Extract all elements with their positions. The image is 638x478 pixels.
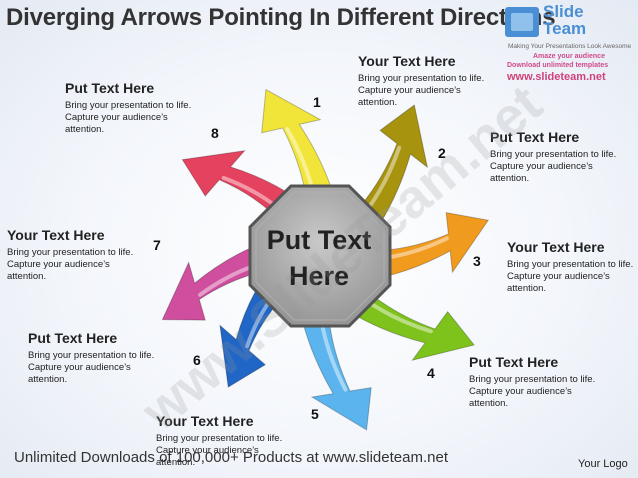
text-block-8: Put Text Here Bring your presentation to…: [65, 80, 191, 136]
body-line: Bring your presentation to life.: [507, 259, 634, 270]
text-block-1: Your Text Here Bring your presentation t…: [358, 53, 484, 109]
body-line: attention.: [28, 374, 68, 385]
text-block-5: Your Text Here Bring your presentation t…: [156, 413, 282, 469]
arrow-6: [219, 278, 280, 388]
body-line: Bring your presentation to life.: [65, 100, 192, 111]
arrow-number-5: 5: [311, 406, 319, 422]
text-block-body: Bring your presentation to life. Capture…: [490, 149, 616, 185]
body-line: attention.: [358, 97, 398, 108]
body-line: Capture your audience’s: [490, 161, 593, 172]
text-block-heading: Put Text Here: [469, 354, 559, 370]
arrow-group: [161, 88, 490, 431]
text-block-heading: Your Text Here: [358, 53, 456, 69]
body-line: Bring your presentation to life.: [7, 247, 134, 258]
body-line: Capture your audience’s: [65, 112, 168, 123]
center-label-line2: Here: [288, 261, 350, 291]
arrow-1: [261, 88, 335, 197]
text-block-body: Bring your presentation to life. Capture…: [358, 73, 484, 109]
text-block-body: Bring your presentation to life. Capture…: [156, 433, 282, 469]
text-block-heading: Put Text Here: [490, 129, 580, 145]
brand-name: Slide Team: [543, 3, 586, 37]
body-line: attention.: [65, 124, 105, 135]
brand-url: www.slideteam.net: [507, 71, 606, 83]
body-line: attention.: [469, 398, 509, 409]
body-line: attention.: [490, 173, 530, 184]
text-block-body: Bring your presentation to life. Capture…: [469, 374, 595, 410]
arrow-8: [181, 150, 298, 216]
text-block-heading: Your Text Here: [156, 413, 254, 429]
arrow-2: [358, 104, 429, 231]
brand-tagline-3: Download unlimited templates: [507, 62, 609, 69]
text-block-heading: Your Text Here: [507, 239, 605, 255]
body-line: Bring your presentation to life.: [469, 374, 596, 385]
text-block-3: Your Text Here Bring your presentation t…: [507, 239, 633, 295]
text-block-body: Bring your presentation to life. Capture…: [507, 259, 633, 295]
arrow-number-6: 6: [193, 352, 201, 368]
text-block-heading: Put Text Here: [65, 80, 155, 96]
brand-name-line2: Team: [543, 19, 587, 38]
body-line: Capture your audience’s: [156, 445, 259, 456]
body-line: Bring your presentation to life.: [490, 149, 617, 160]
body-line: Bring your presentation to life.: [358, 73, 485, 84]
arrow-7: [161, 243, 262, 321]
body-line: attention.: [7, 271, 47, 282]
body-line: Capture your audience’s: [507, 271, 610, 282]
text-block-7: Your Text Here Bring your presentation t…: [7, 227, 133, 283]
arrow-number-1: 1: [313, 94, 321, 110]
text-block-heading: Put Text Here: [28, 330, 118, 346]
center-label-line1: Put Text: [266, 225, 372, 255]
body-line: Bring your presentation to life.: [28, 350, 155, 361]
body-line: Capture your audience’s: [7, 259, 110, 270]
body-line: attention.: [507, 283, 547, 294]
body-line: Capture your audience’s: [28, 362, 131, 373]
arrow-5: [300, 313, 372, 431]
brand-name-line1: Slide: [543, 2, 584, 21]
arrow-number-8: 8: [211, 125, 219, 141]
text-block-6: Put Text Here Bring your presentation to…: [28, 330, 154, 386]
text-block-2: Put Text Here Bring your presentation to…: [490, 129, 616, 185]
brand-mark-icon: [505, 7, 539, 37]
body-line: Capture your audience’s: [469, 386, 572, 397]
arrow-number-4: 4: [427, 365, 435, 381]
arrow-number-2: 2: [438, 145, 446, 161]
brand-tagline: Making Your Presentations Look Awesome: [508, 43, 632, 50]
page-title: Diverging Arrows Pointing In Different D…: [6, 4, 556, 31]
text-block-heading: Your Text Here: [7, 227, 105, 243]
text-block-body: Bring your presentation to life. Capture…: [65, 100, 191, 136]
arrow-number-3: 3: [473, 253, 481, 269]
arrow-4: [346, 292, 476, 362]
brand-tagline-2: Amaze your audience: [533, 53, 605, 60]
body-line: Capture your audience’s: [358, 85, 461, 96]
center-label: Put Text Here: [258, 222, 380, 294]
arrow-number-7: 7: [153, 237, 161, 253]
text-block-body: Bring your presentation to life. Capture…: [28, 350, 154, 386]
arrow-3: [376, 211, 490, 279]
footer-text: Unlimited Downloads of 100,000+ Products…: [14, 449, 448, 466]
logo-placeholder: Your Logo: [578, 458, 628, 470]
body-line: attention.: [156, 457, 196, 468]
text-block-body: Bring your presentation to life. Capture…: [7, 247, 133, 283]
body-line: Bring your presentation to life.: [156, 433, 283, 444]
center-octagon: [248, 184, 392, 328]
text-block-4: Put Text Here Bring your presentation to…: [469, 354, 595, 410]
